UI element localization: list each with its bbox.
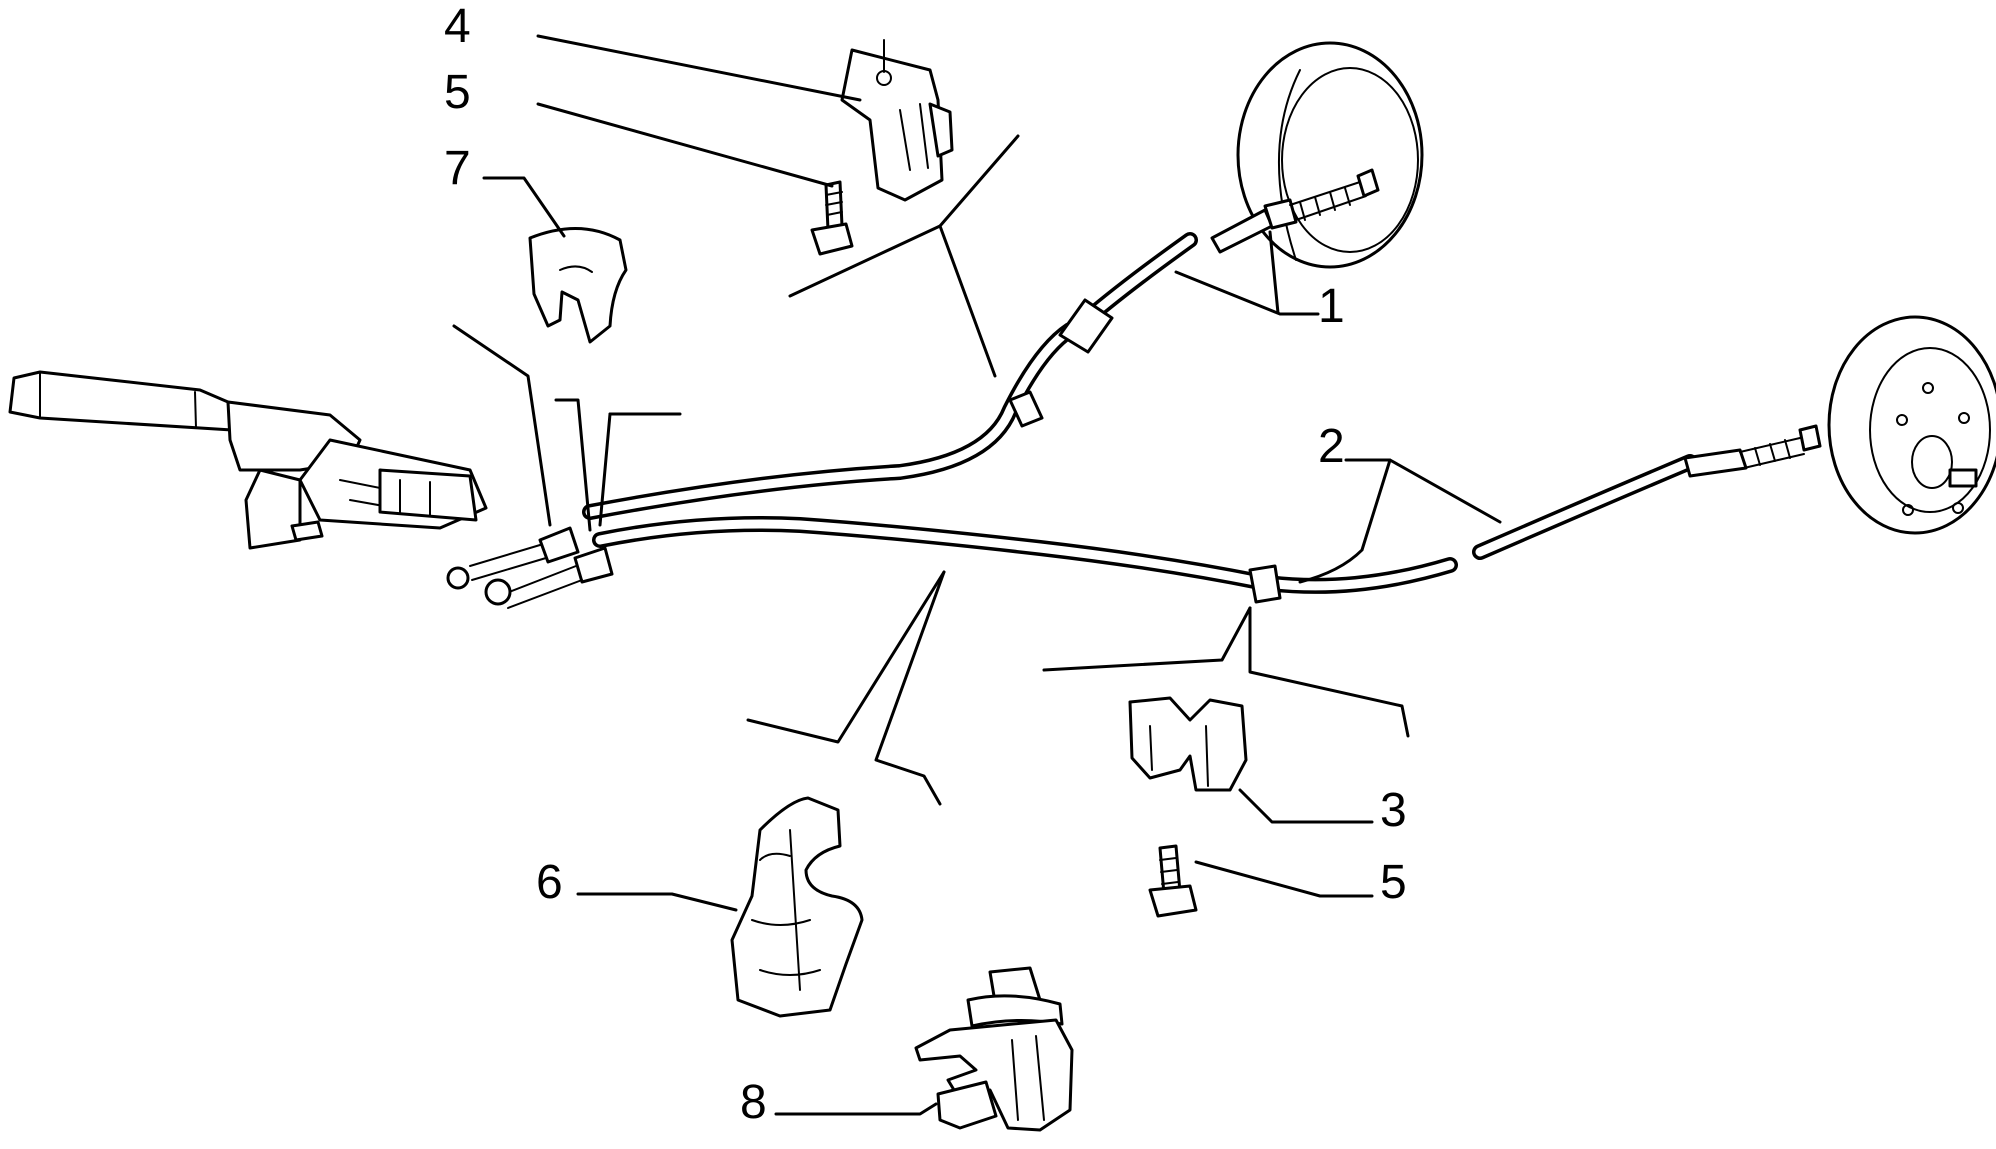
rear-brake-drum-lower bbox=[1827, 315, 1996, 535]
hand-brake-lever bbox=[8, 370, 488, 550]
brake-cable-1 bbox=[582, 168, 1380, 520]
rear-brake-drum-upper bbox=[1236, 41, 1424, 269]
part-6-cable-holder bbox=[730, 796, 864, 1018]
callout-5-lower: 5 bbox=[1380, 856, 1407, 909]
part-5-bolt-lower bbox=[1148, 844, 1198, 918]
part-5-bolt-upper bbox=[810, 180, 854, 256]
callout-6: 6 bbox=[536, 856, 563, 909]
callout-numbers: 1 2 3 4 5 5 6 7 8 bbox=[444, 0, 1407, 1129]
part-7-clip bbox=[528, 227, 628, 344]
callout-7: 7 bbox=[444, 142, 471, 195]
callout-3: 3 bbox=[1380, 784, 1407, 837]
callout-1: 1 bbox=[1318, 280, 1345, 333]
part-8-push-clip-holder bbox=[914, 966, 1074, 1132]
callout-5-upper: 5 bbox=[444, 66, 471, 119]
leader-lines bbox=[452, 34, 1502, 1116]
cable-ends-at-lever bbox=[446, 526, 614, 609]
part-4-cable-bracket bbox=[840, 39, 954, 202]
part-3-clamp bbox=[1128, 696, 1248, 792]
brake-cable-2 bbox=[592, 424, 1822, 604]
callout-8: 8 bbox=[740, 1076, 767, 1129]
callout-2: 2 bbox=[1318, 420, 1345, 473]
callout-4: 4 bbox=[444, 0, 471, 53]
